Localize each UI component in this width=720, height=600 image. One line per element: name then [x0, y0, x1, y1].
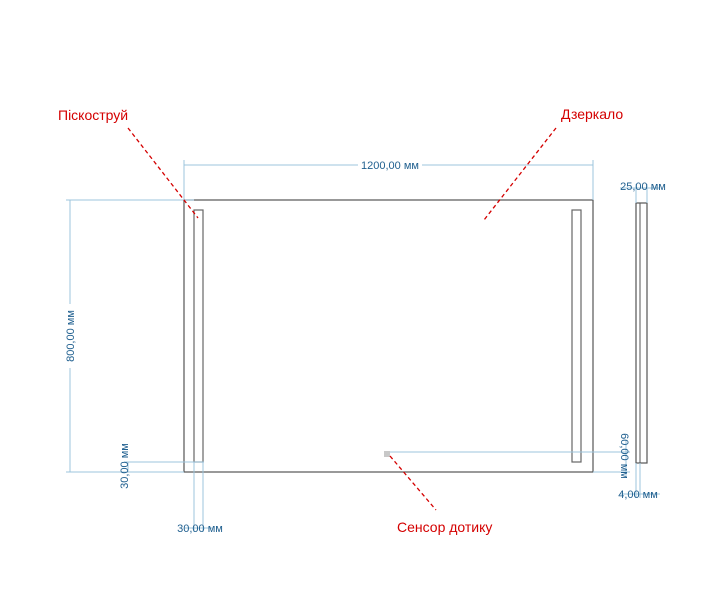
mirror-callout: Дзеркало	[483, 106, 623, 221]
side-margin-dimension: 30,00 мм	[177, 462, 223, 535]
sandblast-label: Піскоструй	[58, 107, 128, 123]
touch-sensor	[384, 451, 390, 457]
sandblast-strip-right	[571, 209, 582, 463]
height-dimension-label: 800,00 мм	[65, 310, 77, 362]
sensor-offset-dimension: 60,00 мм	[390, 433, 630, 479]
thickness-dimension: 25,00 мм	[620, 181, 666, 203]
sensor-label: Сенсор дотику	[397, 519, 492, 535]
height-dimension: 800,00 мм	[65, 199, 194, 473]
width-dimension: 1200,00 мм	[183, 160, 594, 200]
mirror-side-profile	[635, 202, 648, 464]
width-dimension-label: 1200,00 мм	[361, 160, 419, 172]
sensor-offset-label: 60,00 мм	[618, 433, 630, 479]
back-offset-label: 4,00 мм	[618, 489, 658, 501]
bottom-margin-label: 30,00 мм	[119, 443, 131, 489]
back-offset-dimension: 4,00 мм	[618, 463, 660, 501]
bottom-margin-dimension: 30,00 мм	[119, 443, 204, 489]
sensor-callout: Сенсор дотику	[389, 455, 492, 535]
sandblast-strip-left	[193, 209, 204, 463]
mirror-label: Дзеркало	[561, 106, 623, 122]
sandblast-callout: Піскоструй	[58, 107, 199, 219]
thickness-label: 25,00 мм	[620, 181, 666, 193]
mirror-outline	[183, 199, 594, 473]
side-margin-label: 30,00 мм	[177, 523, 223, 535]
